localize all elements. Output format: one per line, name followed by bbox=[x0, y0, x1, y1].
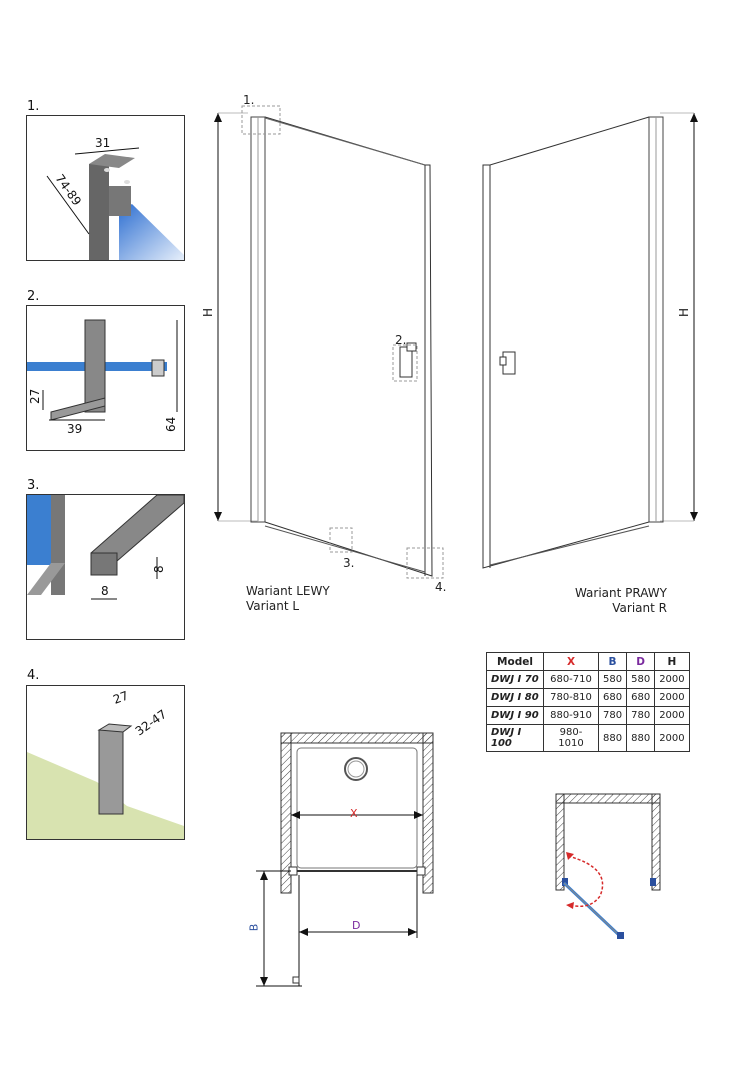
table-header-row: Model X B D H bbox=[486, 652, 690, 671]
callout-2: 2. bbox=[395, 333, 407, 347]
variant-left-line2: Variant L bbox=[246, 599, 300, 613]
header-h: H bbox=[654, 652, 690, 671]
glass-panel bbox=[119, 204, 184, 260]
model-cell: DWJ I 90 bbox=[486, 706, 544, 725]
b-cell: 680 bbox=[597, 688, 628, 707]
detail-3-drawing: 8 8 bbox=[27, 495, 184, 600]
dim-27: 27 bbox=[111, 688, 130, 706]
glass-edge bbox=[27, 495, 51, 565]
profile-top bbox=[89, 154, 135, 168]
table-row: DWJ I 70 680-710 580 580 2000 bbox=[486, 670, 690, 689]
detail-3-number: 3. bbox=[27, 478, 40, 493]
dim-64: 64 bbox=[164, 417, 178, 432]
model-cell: DWJ I 80 bbox=[486, 688, 544, 707]
corner-profile bbox=[98, 729, 124, 815]
seal-end bbox=[90, 552, 118, 576]
detail-3-panel: 8 8 bbox=[26, 494, 185, 640]
header-x: X bbox=[543, 652, 599, 671]
h-cell: 2000 bbox=[654, 706, 690, 725]
detail-4-panel: 27 32-47 bbox=[26, 685, 185, 840]
profile-post bbox=[89, 164, 109, 260]
detail-1-number: 1. bbox=[27, 99, 40, 114]
b-cell: 780 bbox=[597, 706, 628, 725]
screw-hole bbox=[104, 168, 110, 172]
bottom-strip bbox=[27, 563, 65, 595]
callout-1: 1. bbox=[243, 93, 255, 107]
plan-x-label: X bbox=[350, 807, 358, 820]
h-cell: 2000 bbox=[654, 724, 690, 752]
detail-4-drawing: 27 32-47 bbox=[27, 688, 184, 839]
header-d: D bbox=[626, 652, 656, 671]
detail-2-drawing: 64 39 27 bbox=[27, 319, 178, 436]
header-b: B bbox=[597, 652, 628, 671]
x-cell: 980-1010 bbox=[543, 724, 599, 752]
dim-39: 39 bbox=[67, 422, 82, 436]
d-cell: 680 bbox=[626, 688, 656, 707]
h-cell: 2000 bbox=[654, 688, 690, 707]
dim-31: 31 bbox=[95, 136, 110, 150]
dim-27: 27 bbox=[28, 389, 42, 404]
table-row: DWJ I 90 880-910 780 780 2000 bbox=[486, 706, 690, 725]
foot-profile bbox=[50, 397, 106, 421]
variant-left-line1: Wariant LEWY bbox=[246, 584, 330, 598]
profile-post bbox=[84, 319, 106, 413]
b-cell: 580 bbox=[597, 670, 628, 689]
detail-4-number: 4. bbox=[27, 668, 40, 683]
d-cell: 880 bbox=[626, 724, 656, 752]
d-cell: 580 bbox=[626, 670, 656, 689]
detail-2-panel: 64 39 27 bbox=[26, 305, 185, 451]
seal-profile bbox=[90, 495, 184, 562]
profile-post bbox=[51, 495, 65, 595]
dim-8-horizontal: 8 bbox=[101, 584, 109, 598]
callout-4: 4. bbox=[435, 580, 447, 594]
table-row: DWJ I 80 780-810 680 680 2000 bbox=[486, 688, 690, 707]
x-cell: 780-810 bbox=[543, 688, 599, 707]
x-cell: 680-710 bbox=[543, 670, 599, 689]
model-cell: DWJ I 70 bbox=[486, 670, 544, 689]
b-cell: 880 bbox=[597, 724, 628, 752]
plan-d-label: D bbox=[352, 919, 361, 932]
model-cell: DWJ I 100 bbox=[486, 724, 544, 752]
handle-knob bbox=[151, 359, 165, 377]
plan-b-label: B bbox=[247, 923, 261, 932]
detail-2-number: 2. bbox=[27, 289, 40, 304]
hinge-block bbox=[109, 186, 131, 216]
detail-1-panel: 31 74-89 bbox=[26, 115, 185, 261]
dim-32-47: 32-47 bbox=[133, 707, 170, 738]
detail-1-drawing: 31 74-89 bbox=[46, 136, 184, 260]
variant-right-line1: Wariant PRAWY bbox=[574, 586, 667, 600]
height-label-left: H bbox=[201, 307, 216, 318]
x-cell: 880-910 bbox=[543, 706, 599, 725]
table-row: DWJ I 100 980-1010 880 880 2000 bbox=[486, 724, 690, 752]
header-model: Model bbox=[486, 652, 544, 671]
screw-hole bbox=[124, 180, 130, 184]
dim-8-vertical: 8 bbox=[152, 565, 166, 573]
h-cell: 2000 bbox=[654, 670, 690, 689]
model-spec-table: Model X B D H DWJ I 70 680-710 580 580 2… bbox=[486, 652, 690, 752]
d-cell: 780 bbox=[626, 706, 656, 725]
height-label-right: H bbox=[677, 307, 692, 318]
callout-3: 3. bbox=[343, 556, 355, 570]
variant-right-line2: Variant R bbox=[612, 601, 667, 615]
